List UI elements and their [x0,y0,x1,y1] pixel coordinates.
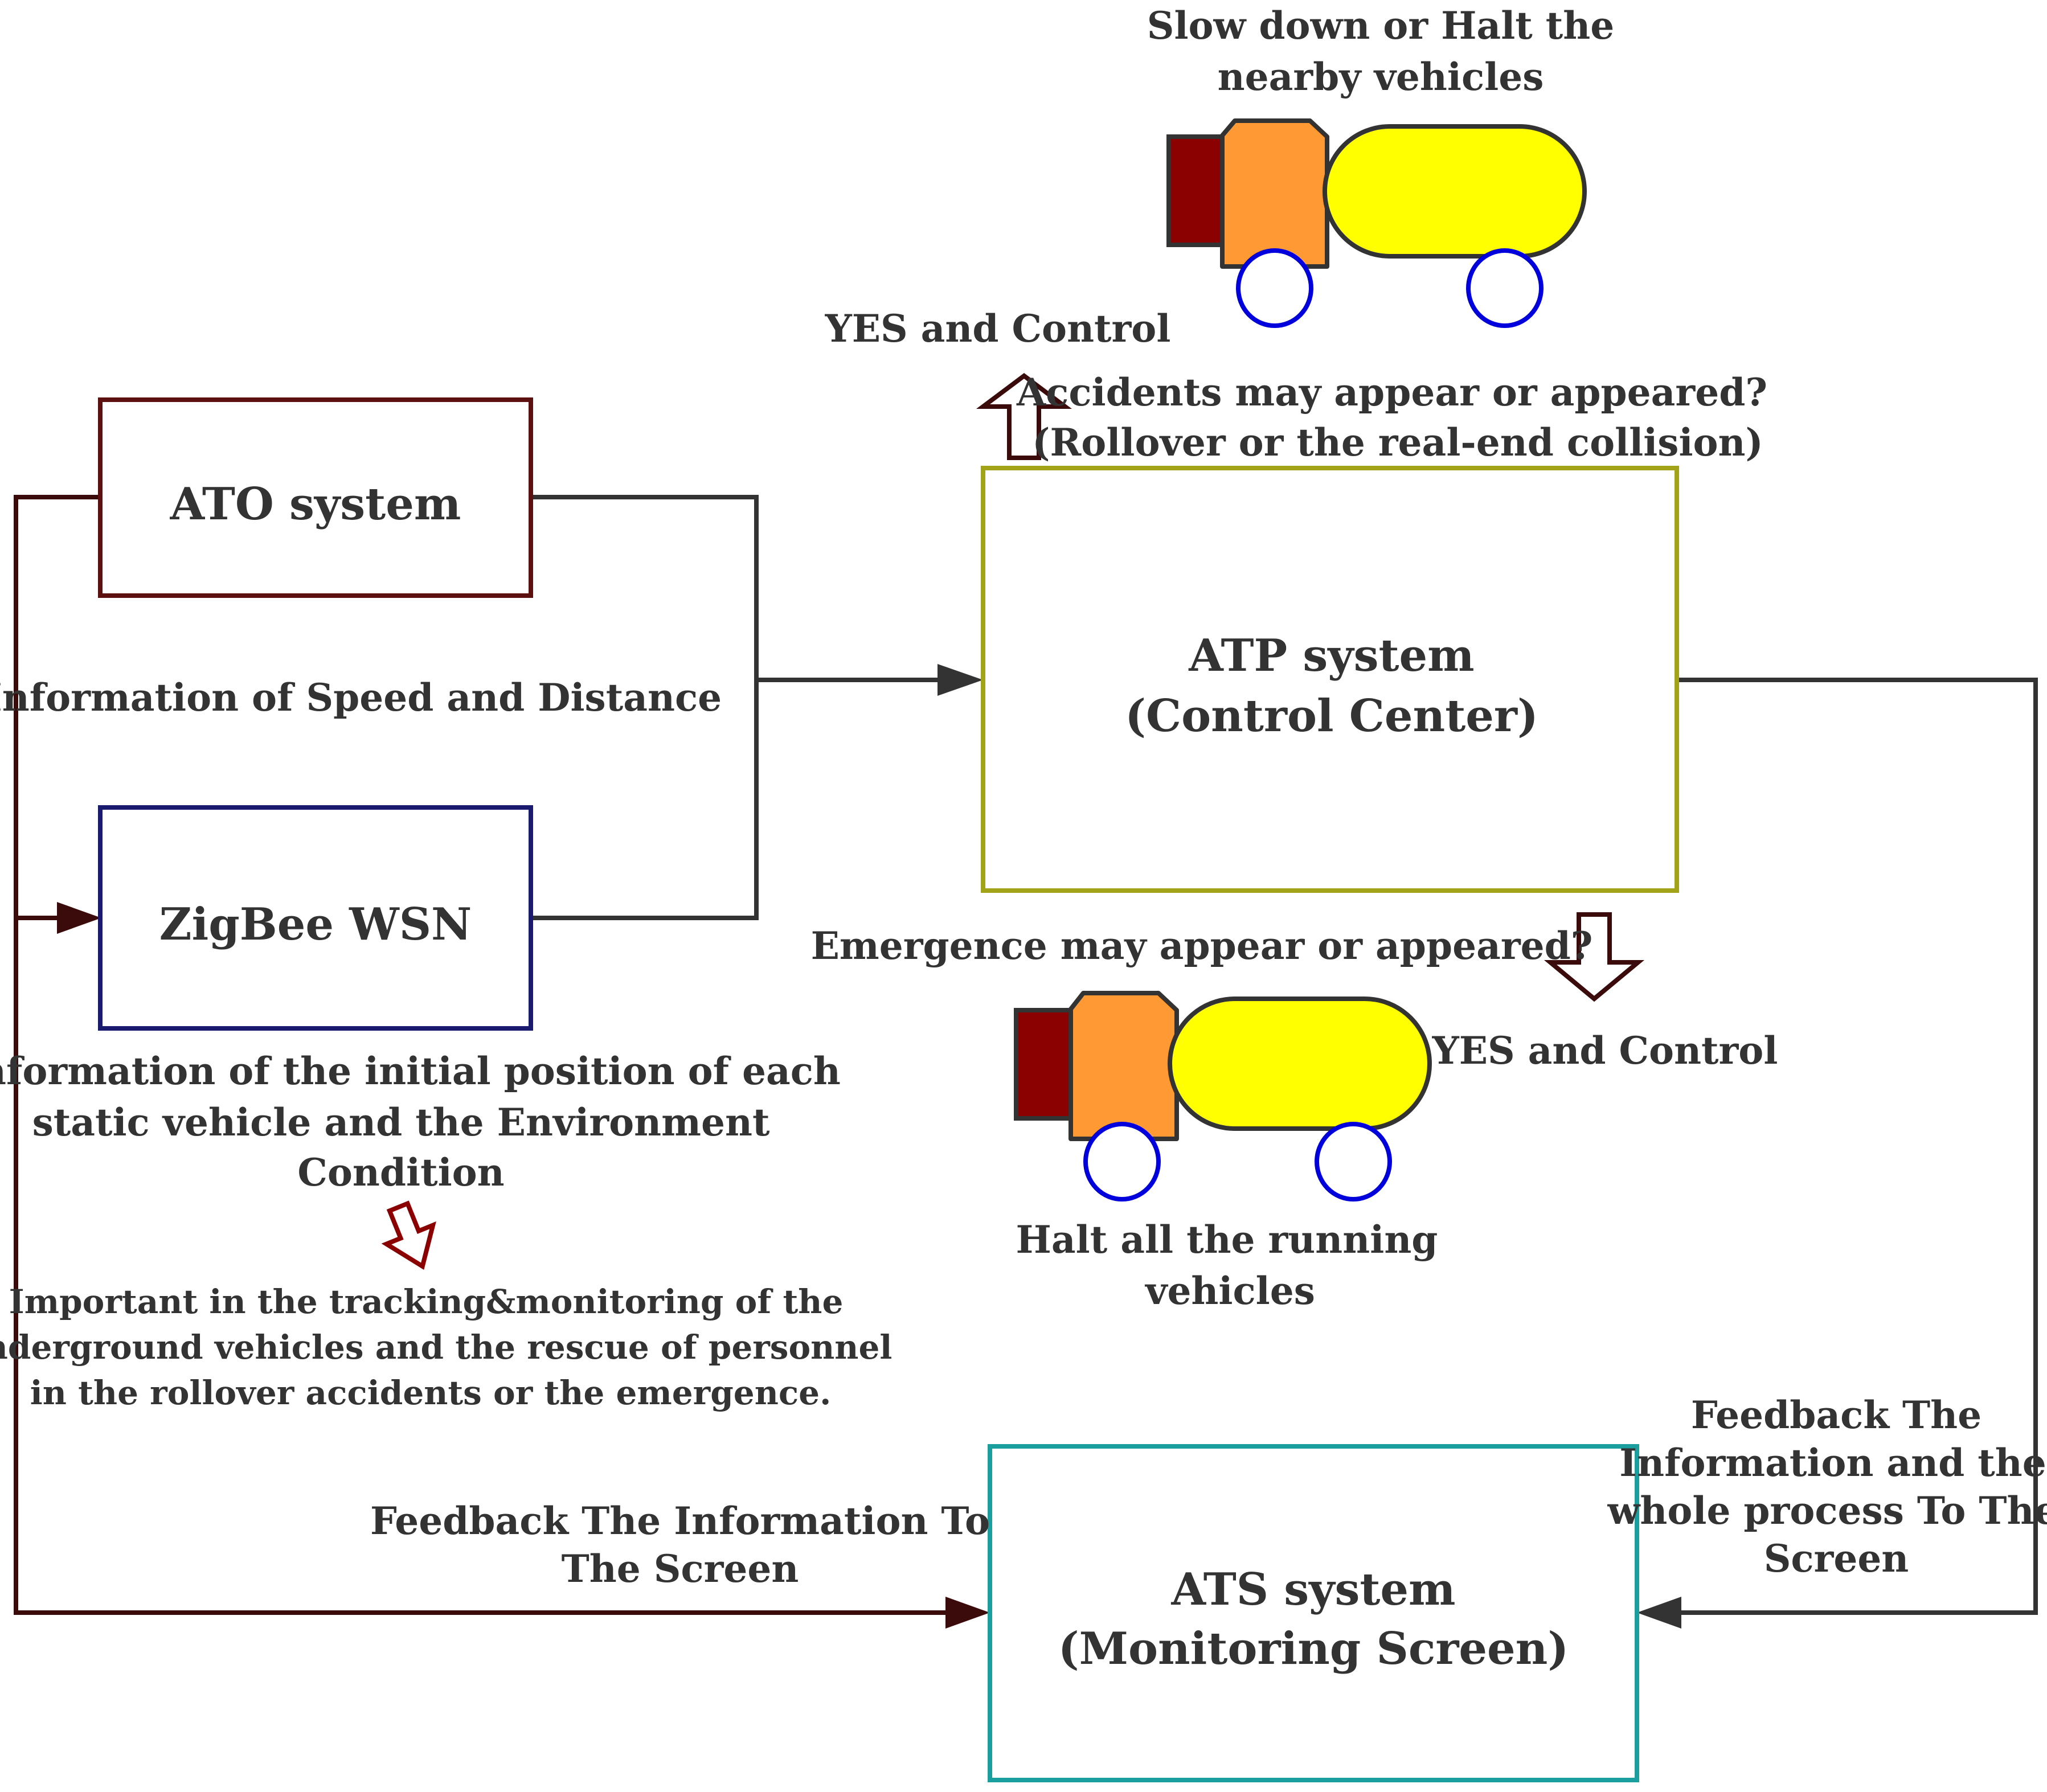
emergence-label: Emergence may appear or appeared? [811,924,1593,968]
zigbee-wsn-box[interactable] [98,805,533,1031]
speed-distance-label: Information of Speed and Distance [0,675,722,720]
atp-system-title: ATP system [1188,630,1474,682]
truck-icon-top [1166,118,1587,328]
yes-control-top-label: YES and Control [825,306,1171,351]
initial-position-label-line3: Condition [297,1150,504,1195]
important-label-line3: in the rollover accidents or the emergen… [30,1373,832,1412]
initial-position-label-line1: Information of the initial position of e… [0,1049,841,1093]
truck-icon-middle [1014,991,1432,1201]
yes-control-bottom-label: YES and Control [1432,1028,1778,1073]
accidents-label-line2: (Rollover or the real-end collision) [1032,420,1763,465]
initial-position-label-line2: static vehicle and the Environment [32,1100,770,1145]
down-arrow-icon [1544,912,1645,1002]
atp-system-subtitle: (Control Center) [1125,690,1538,742]
important-label-line2: underground vehicles and the rescue of p… [0,1328,892,1367]
connector-left-bus [14,495,957,1615]
slow-down-label-line2: nearby vehicles [1218,55,1544,99]
arrowhead-into-zigbee [57,902,101,934]
atp-system-box[interactable] [981,466,1679,893]
connector-zigbee-to-merge [531,680,759,920]
ato-system-box[interactable] [98,397,533,598]
connector-right-bus [1675,678,2038,1615]
halt-all-label-line2: vehicles [1144,1269,1315,1313]
important-label-line1: Important in the tracking&monitoring of … [9,1282,844,1321]
feedback-left-label-line1: Feedback The Information To [370,1499,990,1543]
feedback-left-label-line2: The Screen [562,1547,799,1591]
arrowhead-into-ats-left [945,1597,990,1629]
ats-system-subtitle: (Monitoring Screen) [1058,1623,1569,1675]
connector-ato-to-atp [531,495,945,682]
ats-system-box[interactable] [988,1444,1639,1782]
slow-down-label-line1: Slow down or Halt the [1147,3,1614,48]
ato-system-label: ATO system [170,478,461,530]
ats-system-title: ATS system [1170,1564,1455,1615]
feedback-right-label-line1: Feedback The [1691,1393,1982,1437]
down-arrow-small-icon [381,1200,436,1270]
feedback-right-label-line2: Information and the [1619,1441,2046,1485]
halt-all-label-line1: Halt all the running [1016,1217,1438,1262]
up-arrow-icon [976,373,1072,460]
zigbee-wsn-label: ZigBee WSN [159,899,472,950]
arrowhead-into-ats-right [1637,1597,1681,1629]
accidents-label-line1: Accidents may appear or appeared? [1016,370,1767,415]
feedback-right-label-line4: Screen [1764,1536,1909,1581]
feedback-right-label-line3: whole process To The [1607,1488,2047,1533]
arrowhead-into-atp [937,664,983,696]
